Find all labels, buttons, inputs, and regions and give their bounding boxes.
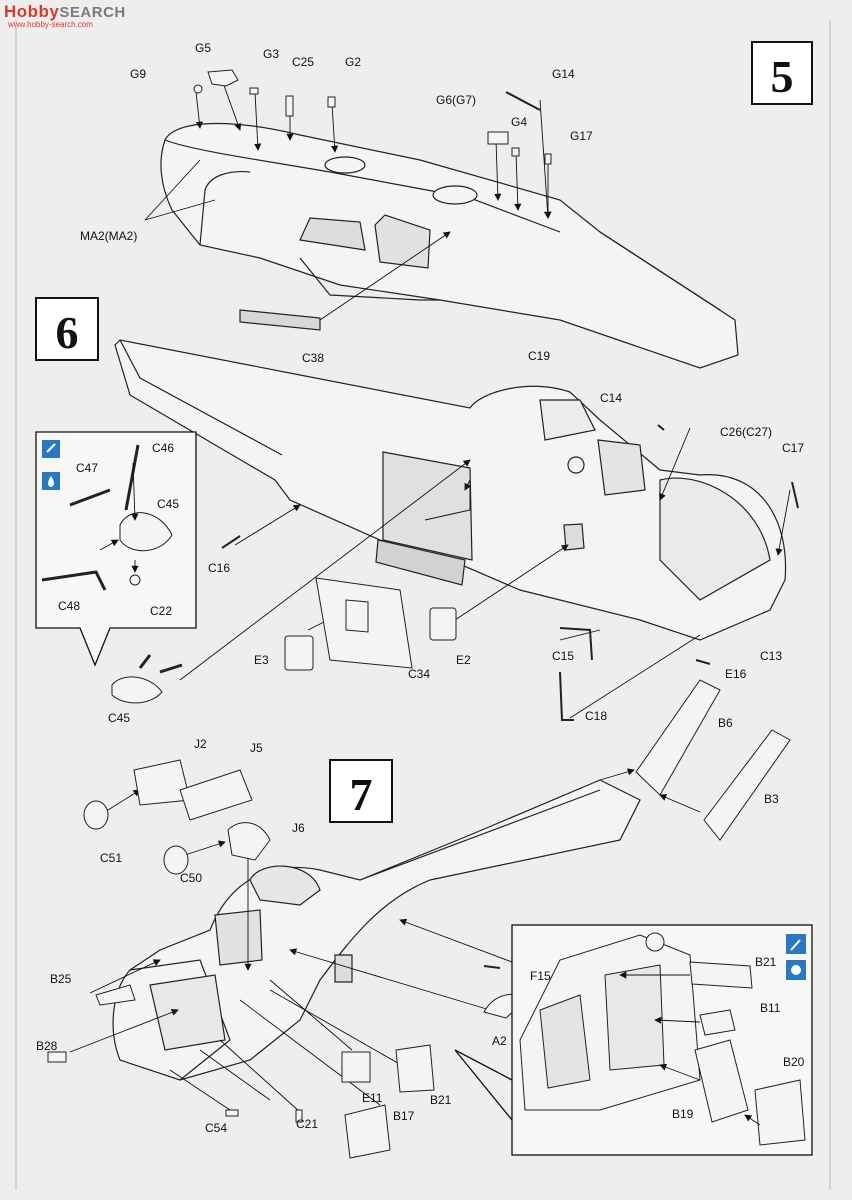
label-c22: C22 — [150, 604, 172, 618]
label-b21-detail: B21 — [755, 955, 777, 969]
label-c18: C18 — [585, 709, 607, 723]
label-c38: C38 — [302, 351, 324, 365]
watermark-domain: www.hobby-search.com — [8, 20, 93, 29]
step-5-box: 5 — [751, 41, 813, 105]
label-b6: B6 — [718, 716, 733, 730]
label-b3: B3 — [764, 792, 779, 806]
label-c46: C46 — [152, 441, 174, 455]
step-6-box: 6 — [35, 297, 99, 361]
watermark-brand-b: SEARCH — [59, 4, 126, 21]
label-c45-detail: C45 — [157, 497, 179, 511]
label-b21: B21 — [430, 1093, 452, 1107]
label-c54: C54 — [205, 1121, 227, 1135]
label-c26-c27: C26(C27) — [720, 425, 772, 439]
label-c17: C17 — [782, 441, 804, 455]
label-b11: B11 — [760, 1001, 781, 1015]
step-7-parts — [47, 759, 527, 1159]
step-6-leaders — [179, 427, 791, 719]
label-e3: E3 — [254, 653, 269, 667]
label-g14: G14 — [552, 67, 575, 81]
watermark-brand-a: Hobby — [4, 2, 60, 21]
step-5-fuselage — [160, 122, 739, 369]
step-7-detail-box — [454, 924, 813, 1156]
label-c16: C16 — [208, 561, 230, 575]
label-e16: E16 — [725, 667, 747, 681]
label-c47: C47 — [76, 461, 98, 475]
label-g5: G5 — [195, 41, 211, 55]
label-c48: C48 — [58, 599, 80, 613]
label-g4: G4 — [511, 115, 527, 129]
label-c21: C21 — [296, 1117, 318, 1131]
step-6-part-c45 — [111, 654, 183, 704]
label-j6: J6 — [292, 821, 305, 835]
label-f15: F15 — [530, 969, 551, 983]
watermark-logo: HobbySEARCH — [4, 2, 126, 22]
label-c51: C51 — [100, 851, 122, 865]
step-7-fuselage — [112, 779, 641, 1081]
label-c14: C14 — [600, 391, 622, 405]
label-a2: A2 — [492, 1034, 507, 1048]
label-ma2: MA2(MA2) — [80, 229, 137, 243]
label-c50: C50 — [180, 871, 202, 885]
label-g3: G3 — [263, 47, 279, 61]
label-g17: G17 — [570, 129, 593, 143]
label-b28: B28 — [36, 1039, 58, 1053]
label-c13: C13 — [760, 649, 782, 663]
label-c15: C15 — [552, 649, 574, 663]
label-b25: B25 — [50, 972, 72, 986]
step-7-leaders — [69, 789, 521, 1113]
label-e11: E11 — [362, 1091, 383, 1105]
label-b20: B20 — [783, 1055, 805, 1069]
step-6-parts — [221, 424, 799, 721]
step-6-detail-box — [35, 431, 197, 667]
label-e2: E2 — [456, 653, 471, 667]
label-g2: G2 — [345, 55, 361, 69]
step-6-panels-b6-b3 — [635, 679, 791, 841]
label-b19: B19 — [672, 1107, 694, 1121]
step-5-parts — [193, 69, 552, 165]
label-g6-g7: G6(G7) — [436, 93, 476, 107]
step-6-fuselage — [114, 339, 787, 641]
step-7-box: 7 — [329, 759, 393, 823]
label-b17: B17 — [393, 1109, 415, 1123]
step-5-leaders — [144, 79, 552, 321]
step-7-number: 7 — [350, 769, 373, 820]
label-c25: C25 — [292, 55, 314, 69]
label-c34: C34 — [408, 667, 430, 681]
label-j5: J5 — [250, 741, 263, 755]
label-c45: C45 — [108, 711, 130, 725]
step-6-number: 6 — [56, 307, 79, 358]
label-g9: G9 — [130, 67, 146, 81]
step-5-number: 5 — [771, 51, 794, 102]
label-j2: J2 — [194, 737, 207, 751]
label-c19: C19 — [528, 349, 550, 363]
